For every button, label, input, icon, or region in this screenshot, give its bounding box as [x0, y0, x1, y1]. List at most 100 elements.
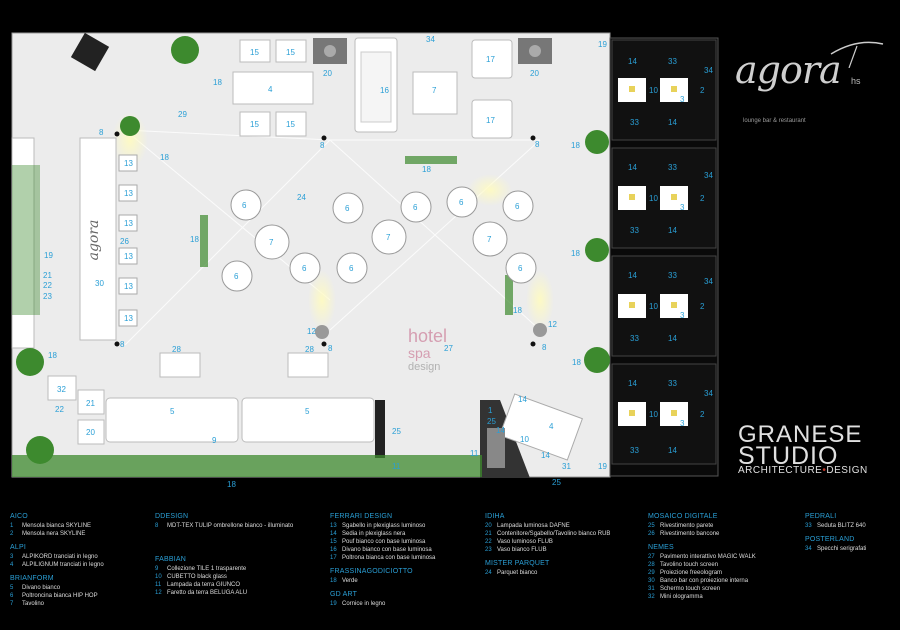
armchair-17-bottom	[471, 99, 513, 139]
legend-item-text: Vaso bianco FLUB	[497, 547, 547, 553]
bottom-green-strip	[12, 455, 482, 477]
svg-text:18: 18	[227, 480, 236, 489]
svg-text:8: 8	[320, 141, 325, 150]
legend-item-text: Verde	[342, 578, 358, 584]
svg-text:3: 3	[680, 203, 685, 212]
svg-text:18: 18	[160, 153, 169, 162]
svg-text:13: 13	[124, 282, 133, 291]
sofa-5-left	[105, 397, 239, 443]
studio-line2: STUDIO	[738, 446, 839, 464]
studio-line1: GRANESE	[738, 421, 863, 448]
svg-text:21: 21	[86, 399, 95, 408]
legend-item-number: 4	[10, 562, 14, 568]
legend-item-number: 22	[485, 539, 492, 545]
legend-item-number: 14	[330, 531, 337, 537]
svg-text:3: 3	[680, 419, 685, 428]
svg-text:2: 2	[700, 86, 705, 95]
svg-text:34: 34	[704, 171, 713, 180]
svg-text:6: 6	[234, 272, 239, 281]
legend-item-number: 10	[155, 574, 162, 580]
svg-text:32: 32	[57, 385, 66, 394]
legend-item-text: Tavolino touch screen	[660, 562, 719, 568]
umbrella-logo-icon	[830, 41, 884, 68]
svg-text:25: 25	[392, 427, 401, 436]
svg-text:6: 6	[413, 203, 418, 212]
legend-item-number: 1	[10, 523, 14, 529]
svg-text:12: 12	[307, 327, 316, 336]
svg-text:19: 19	[598, 40, 607, 49]
svg-text:11: 11	[470, 449, 479, 458]
legend-item-text: Pavimento interattivo MAGIC WALK	[660, 554, 756, 560]
legend-brand-heading: MISTER PARQUET	[485, 560, 550, 567]
legend-item-text: ALPILIGNUM tranciati in legno	[22, 562, 104, 568]
svg-text:7: 7	[269, 238, 274, 247]
legend-brand-heading: ALPI	[10, 544, 26, 551]
umbrella-lamps	[114, 131, 536, 347]
legend-item-number: 13	[330, 523, 337, 529]
svg-text:2: 2	[700, 194, 705, 203]
legend-item-number: 19	[330, 601, 337, 607]
legend-brand-heading: PEDRALI	[805, 513, 837, 520]
svg-text:10: 10	[649, 86, 658, 95]
dining-numbers: 14 33 34 10 2 3 33 14 14 33 34 10 2 3 33…	[628, 57, 713, 455]
svg-text:33: 33	[668, 271, 677, 280]
svg-text:13: 13	[124, 314, 133, 323]
svg-text:15: 15	[250, 120, 259, 129]
legend-item-text: Lampada luminosa DAFNE	[497, 523, 570, 529]
legend-item-number: 5	[10, 585, 14, 591]
svg-text:31: 31	[562, 462, 571, 471]
svg-text:18: 18	[571, 249, 580, 258]
floor-pattern	[124, 129, 541, 346]
black-cube	[70, 32, 110, 72]
svg-text:18: 18	[48, 351, 57, 360]
svg-text:26: 26	[120, 237, 129, 246]
svg-text:3: 3	[680, 311, 685, 320]
svg-text:7: 7	[487, 235, 492, 244]
svg-text:33: 33	[668, 379, 677, 388]
floor-plan: agora	[11, 32, 719, 489]
legend-item-number: 17	[330, 555, 337, 561]
legend-item-text: Rivestimento bancone	[660, 531, 720, 537]
svg-text:28: 28	[305, 345, 314, 354]
brand-tagline: lounge bar & restaurant	[743, 118, 806, 124]
legend-item-number: 11	[155, 582, 162, 588]
legend-item-number: 34	[805, 546, 812, 552]
svg-text:24: 24	[297, 193, 306, 202]
plants	[16, 36, 610, 464]
svg-text:13: 13	[124, 252, 133, 261]
svg-text:17: 17	[486, 55, 495, 64]
svg-text:14: 14	[628, 163, 637, 172]
svg-text:14: 14	[628, 379, 637, 388]
svg-text:15: 15	[286, 120, 295, 129]
legend-brand-heading: FERRARI DESIGN	[330, 513, 393, 520]
svg-text:20: 20	[530, 69, 539, 78]
legend-item-number: 3	[10, 554, 14, 560]
svg-text:15: 15	[286, 48, 295, 57]
legend-item-text: Divano bianco con base luminosa	[342, 547, 432, 553]
armchair-17-top	[471, 39, 513, 79]
svg-text:spa: spa	[408, 345, 431, 361]
bar-stools	[118, 154, 138, 327]
legend-item-number: 15	[330, 539, 337, 545]
table-7-top	[412, 71, 458, 115]
svg-text:10: 10	[649, 302, 658, 311]
legend-item-text: Collezione TILE 1 trasparente	[167, 566, 247, 572]
svg-text:12: 12	[548, 320, 557, 329]
svg-text:34: 34	[704, 389, 713, 398]
legend-brand-heading: FABBIAN	[155, 556, 186, 563]
svg-text:8: 8	[120, 340, 125, 349]
legend-item-number: 30	[648, 578, 655, 584]
legend-item-text: Rivestimento parete	[660, 523, 714, 529]
svg-text:6: 6	[345, 204, 350, 213]
